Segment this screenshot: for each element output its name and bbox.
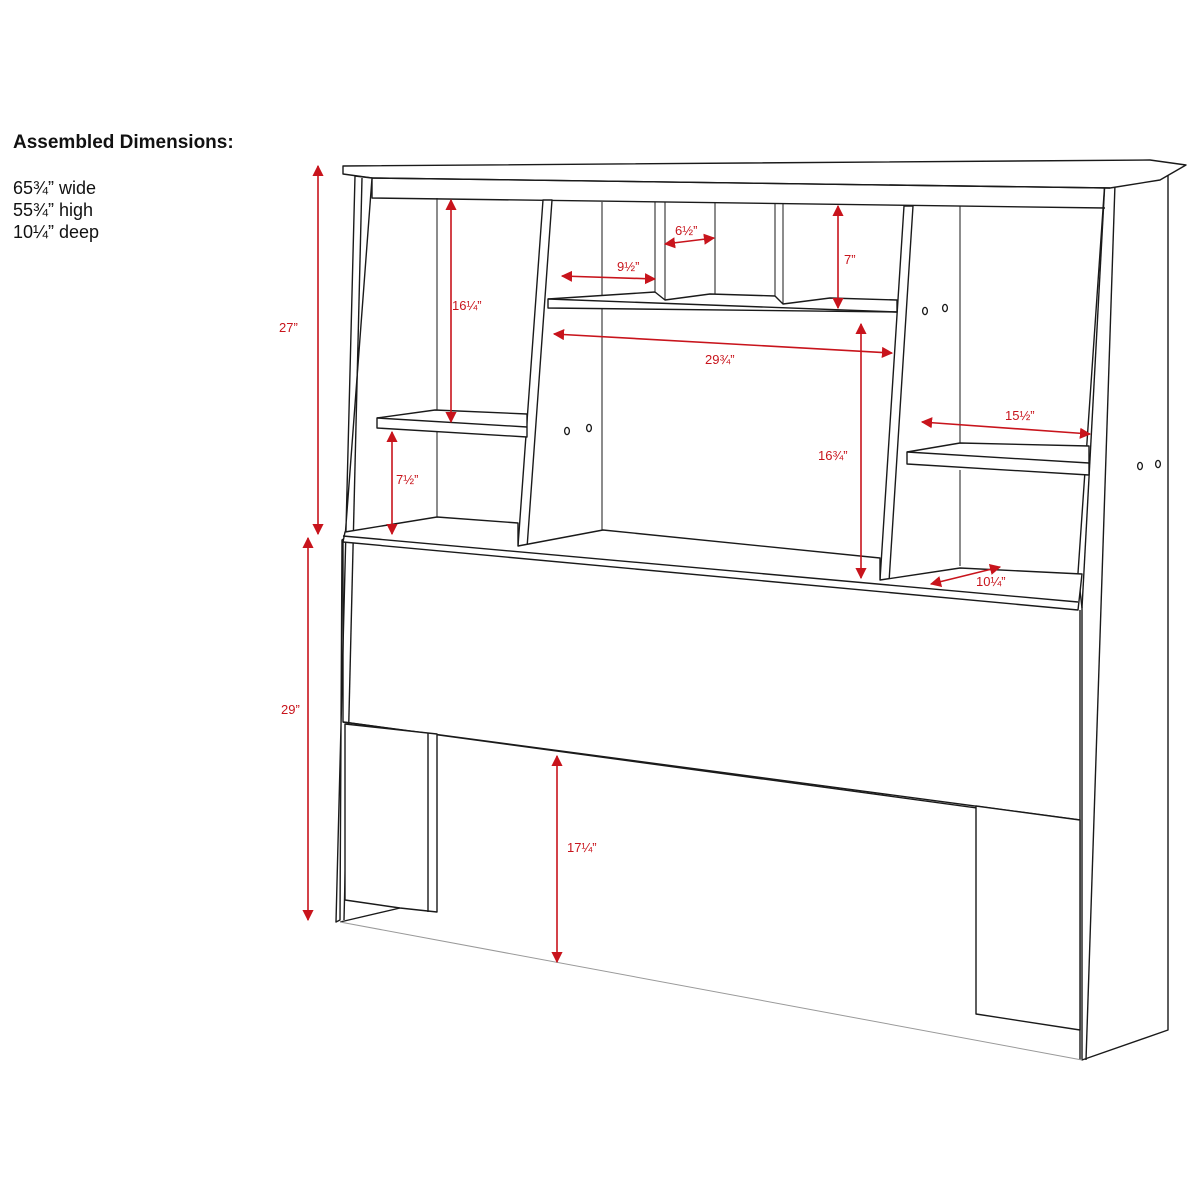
spec-width: 65¾” wide: [13, 178, 97, 198]
right-shelf: [906, 442, 1090, 476]
dim-label-left-upper-height: 16¼”: [452, 298, 482, 313]
dim-line-cubby-inner-width: [663, 233, 716, 249]
dim-line-cubby-width: [560, 270, 657, 285]
top-cap: [342, 159, 1187, 189]
right-divider: [879, 205, 914, 583]
dim-label-upper-height: 27”: [279, 320, 298, 335]
left-divider: [517, 199, 553, 549]
left-shelf: [376, 409, 528, 438]
dim-label-cubby-width: 9½”: [617, 259, 639, 274]
dim-label-cubby-height: 7”: [844, 252, 856, 267]
dim-line-right-shelf-width: [920, 417, 1092, 439]
spec-depth: 10¼” deep: [13, 222, 100, 242]
dimension-callouts: 27” 29” 16¼” 7½” 9½” 6½” 7” 29¾” 16¾” 15…: [279, 164, 1092, 964]
dim-label-center-span: 29¾”: [705, 352, 735, 367]
dim-line-center-span: [552, 328, 894, 359]
headboard-outline: [335, 159, 1187, 1061]
left-leg: [344, 723, 438, 913]
dim-label-lower-height: 29”: [281, 702, 300, 717]
dim-label-left-shelf-gap: 7½”: [396, 472, 418, 487]
dim-label-cubby-inner-width: 6½”: [675, 223, 697, 238]
cubby-shelf: [547, 291, 898, 313]
spec-height: 55¾” high: [13, 200, 94, 220]
bolt-holes: [563, 303, 1162, 471]
dim-label-center-height: 16¾”: [818, 448, 848, 463]
dim-label-leg-clearance: 17¼”: [567, 840, 597, 855]
right-side-panel: [1077, 173, 1169, 1061]
assembled-dimensions-panel: Assembled Dimensions: 65¾” wide 55¾” hig…: [13, 132, 234, 243]
assembled-dimensions-title: Assembled Dimensions:: [13, 132, 234, 153]
dim-line-shelf-depth: [929, 563, 1002, 588]
dim-label-shelf-depth: 10¼”: [976, 574, 1006, 589]
bottom-shelf: [342, 516, 1083, 611]
dim-label-right-shelf-width: 15½”: [1005, 408, 1035, 423]
right-leg: [975, 805, 1081, 1031]
